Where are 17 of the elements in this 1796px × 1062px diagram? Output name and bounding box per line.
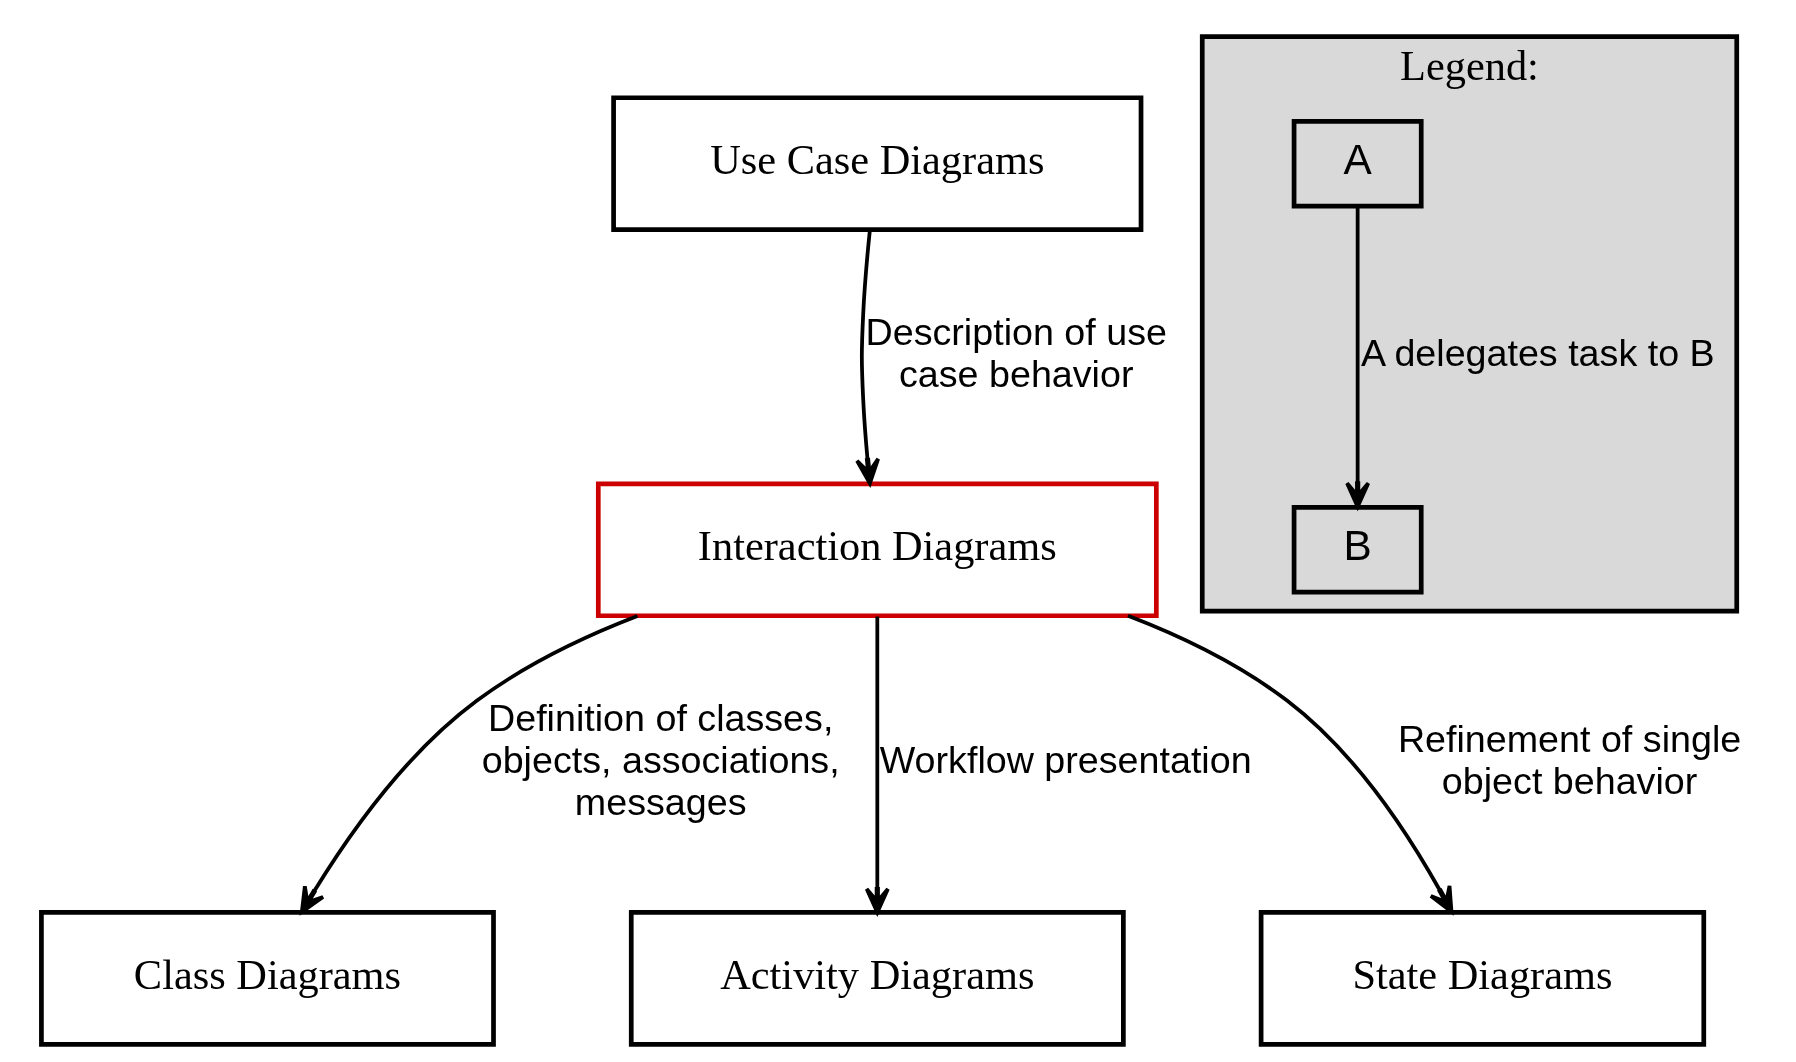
node-box: Class Diagrams bbox=[38, 910, 496, 1047]
node-box: Use Case Diagrams bbox=[610, 95, 1143, 232]
node-box: State Diagrams bbox=[1258, 910, 1706, 1047]
edge-label: Definition of classes, objects, associations, messages bbox=[481, 696, 840, 824]
arrow bbox=[299, 614, 638, 914]
edge-label: Description of use case behavior bbox=[865, 310, 1167, 395]
edge-label: Refinement of single object behavior bbox=[1397, 717, 1741, 803]
arrow bbox=[854, 230, 880, 486]
edge-label: A delegates task to B bbox=[1360, 331, 1715, 374]
arrow bbox=[1126, 614, 1453, 914]
node-box: A bbox=[1291, 118, 1424, 209]
arrow bbox=[1344, 206, 1370, 509]
node-box: B bbox=[1291, 505, 1424, 595]
node-box: Interaction Diagrams bbox=[595, 481, 1159, 619]
edge-label: Workflow presentation bbox=[879, 739, 1252, 782]
arrow bbox=[864, 616, 890, 915]
node-box: Activity Diagrams bbox=[628, 910, 1126, 1047]
